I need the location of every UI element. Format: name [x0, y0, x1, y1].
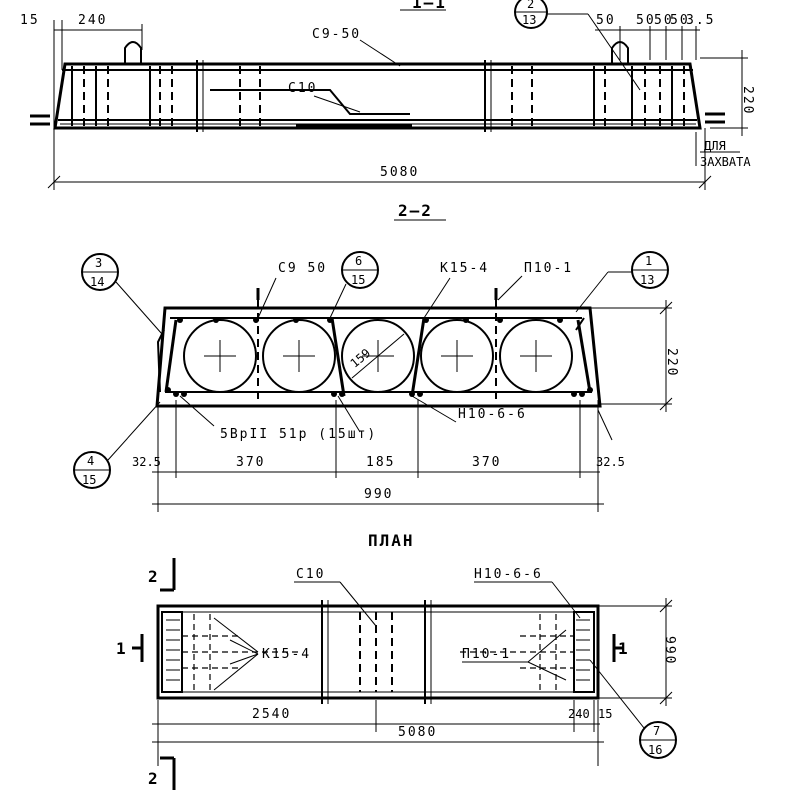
- plan-label-p10-1: П10-1: [462, 647, 511, 662]
- plan-title: ПЛАН: [368, 531, 415, 550]
- section-2-2: 2—2: [73, 201, 679, 512]
- lifting-loop-left: [124, 41, 142, 64]
- callout-2-13: 2 13: [514, 0, 641, 91]
- plan-view: ПЛАН: [116, 531, 677, 790]
- rebar-dots: [165, 317, 593, 397]
- dim-32-5-left: 32.5: [132, 455, 161, 469]
- dim-3-5: 3.5: [686, 13, 715, 28]
- section-mark-2-top: 2: [148, 567, 160, 586]
- svg-text:16: 16: [648, 743, 662, 757]
- dim-370-right: 370: [472, 455, 501, 470]
- beam-outline: [53, 62, 702, 130]
- plan-outline: [156, 604, 600, 700]
- label-c9-50-2: С9 50: [278, 261, 327, 276]
- svg-text:15: 15: [351, 273, 365, 287]
- callout-6-15: 6 15: [329, 251, 379, 319]
- plan-dim-2540: 2540: [252, 707, 291, 722]
- section-mark-2-bottom: 2: [148, 769, 160, 788]
- callout-4-15: 4 15: [73, 401, 161, 489]
- plan-right-end: [460, 611, 595, 693]
- section-mark-1-right: 1: [618, 639, 630, 658]
- svg-text:6: 6: [355, 254, 362, 268]
- dim-50b: 50: [636, 13, 656, 28]
- plan-label-n10-6-6: Н10-6-6: [474, 567, 543, 582]
- svg-text:15: 15: [82, 473, 96, 487]
- dim-159: 159: [348, 346, 374, 371]
- label-bars: 5ВрII 51р (15шт): [220, 427, 377, 442]
- section-1-1-title: 1—1: [412, 0, 447, 12]
- plan-label-c10: С10: [296, 567, 325, 582]
- section-mark-1-left: 1: [116, 639, 128, 658]
- callout-7-16: 7 16: [589, 659, 677, 759]
- callout-1-13: 1 13: [575, 251, 669, 313]
- plan-dim-15: 15: [598, 707, 612, 721]
- plan-label-k15-4: К15-4: [262, 647, 311, 662]
- svg-text:1: 1: [645, 254, 652, 268]
- plan-dim-5080: 5080: [398, 725, 437, 740]
- callout-3-14: 3 14: [81, 253, 163, 335]
- mesh-c10: [210, 89, 410, 115]
- dim-50c: 50: [654, 13, 674, 28]
- dim-220: 220: [740, 86, 755, 115]
- right-end-stirrups: [593, 66, 685, 126]
- label-dlya: ДЛЯ: [704, 139, 726, 153]
- svg-text:3: 3: [95, 256, 102, 270]
- dim-32-5-right: 32.5: [596, 455, 625, 469]
- dim-5080: 5080: [380, 165, 419, 180]
- dim-15: 15: [20, 13, 40, 28]
- section-1-1: 1—1: [20, 0, 755, 190]
- dim-185: 185: [366, 455, 395, 470]
- label-zakhvata: ЗАХВАТА: [700, 155, 751, 169]
- section-2-2-title: 2—2: [398, 201, 433, 220]
- void-5: [499, 319, 573, 393]
- label-k15-4: К15-4: [440, 261, 489, 276]
- svg-text:4: 4: [87, 454, 94, 468]
- left-end-stirrups: [71, 66, 173, 126]
- label-c9-50: С9-50: [312, 27, 361, 42]
- svg-text:7: 7: [653, 724, 660, 738]
- plan-left-end: [161, 611, 300, 693]
- void-4: [420, 319, 494, 393]
- dim-370-left: 370: [236, 455, 265, 470]
- dim-220-2: 220: [664, 348, 679, 377]
- plan-dim-990: 990: [662, 636, 677, 665]
- label-p10-1: П10-1: [524, 261, 573, 276]
- dim-990: 990: [364, 487, 393, 502]
- void-2: [262, 319, 336, 393]
- svg-text:14: 14: [90, 275, 104, 289]
- plan-dim-240: 240: [568, 707, 590, 721]
- dim-50a: 50: [596, 13, 616, 28]
- void-1: [183, 319, 257, 393]
- label-c10: С10: [288, 81, 317, 96]
- bottom-plate: [296, 124, 412, 128]
- label-n10-6-6: Н10-6-6: [458, 407, 527, 422]
- svg-text:2: 2: [527, 0, 534, 11]
- svg-text:13: 13: [522, 13, 536, 27]
- svg-text:13: 13: [640, 273, 654, 287]
- dim-50d: 50: [670, 13, 690, 28]
- dim-240: 240: [78, 13, 107, 28]
